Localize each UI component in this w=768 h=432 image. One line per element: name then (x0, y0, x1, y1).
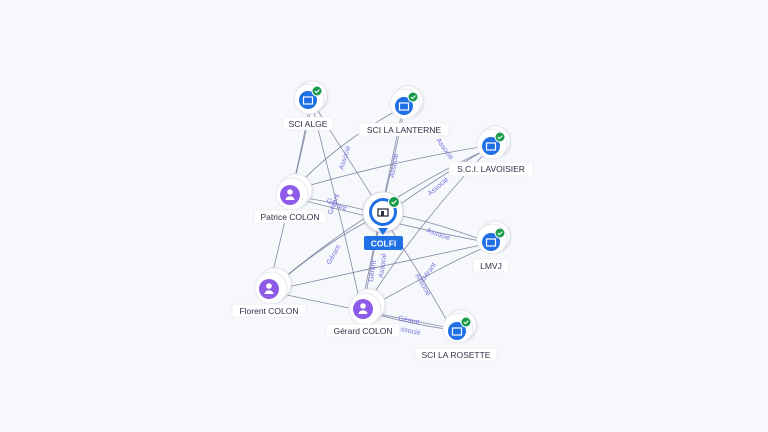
person-icon (280, 185, 300, 205)
edge-label: Gérant (368, 260, 378, 282)
edge-lavoisier-colfi (391, 147, 489, 211)
edge-label: Gérant (398, 315, 420, 326)
center-node-colfi[interactable]: COLFI (362, 191, 404, 250)
node-label-sci-lavoisier: S.C.I. LAVOISIER (457, 164, 525, 174)
person-icon (353, 299, 373, 319)
node-label-sci-alge: SCI ALGE (289, 119, 328, 129)
edge-patrice-lavoisier (293, 145, 487, 191)
edge-rosette-colfi (385, 221, 453, 331)
company-node-sci-la-rosette[interactable]: SCI LA ROSETTE (414, 309, 498, 362)
company-node-sci-alge[interactable]: SCI ALGE (282, 80, 334, 131)
company-node-lmvj[interactable]: LMVJ (472, 220, 511, 273)
edge-label: Associé (389, 153, 400, 178)
verified-check-icon (460, 316, 472, 328)
node-label-lmvj: LMVJ (480, 261, 502, 271)
edge-florent-lmvj (273, 243, 487, 291)
verified-check-icon (494, 131, 506, 143)
edge-label: Gérant (326, 244, 343, 266)
verified-check-icon (494, 227, 506, 239)
verified-check-icon (388, 196, 400, 208)
person-node-patrice-colon[interactable]: Patrice COLON (253, 173, 327, 224)
node-label-patrice-colon: Patrice COLON (260, 212, 319, 222)
person-node-florent-colon[interactable]: Florent COLON (231, 267, 307, 318)
company-node-sci-lavoisier[interactable]: S.C.I. LAVOISIER (448, 125, 534, 177)
company-node-sci-la-lanterne[interactable]: SCI LA LANTERNE (358, 85, 450, 137)
verified-check-icon (407, 91, 419, 103)
node-label-gerard-colon: Gérard COLON (333, 326, 392, 336)
edge-label: Associé (434, 137, 454, 161)
verified-check-icon (311, 85, 323, 97)
person-node-gerard-colon[interactable]: Gérard COLON (325, 288, 401, 338)
node-label-sci-la-lanterne: SCI LA LANTERNE (367, 125, 441, 135)
edge-label: Associé (425, 227, 451, 242)
edge-label: Associé (427, 176, 450, 197)
edge-label: Associé (396, 325, 422, 337)
person-icon (259, 279, 279, 299)
node-label-colfi: COLFI (371, 239, 397, 249)
node-label-florent-colon: Florent COLON (239, 306, 298, 316)
edge-label: Associé (338, 145, 352, 171)
edge-label: Associé (378, 253, 388, 278)
node-label-sci-la-rosette: SCI LA ROSETTE (422, 350, 491, 360)
